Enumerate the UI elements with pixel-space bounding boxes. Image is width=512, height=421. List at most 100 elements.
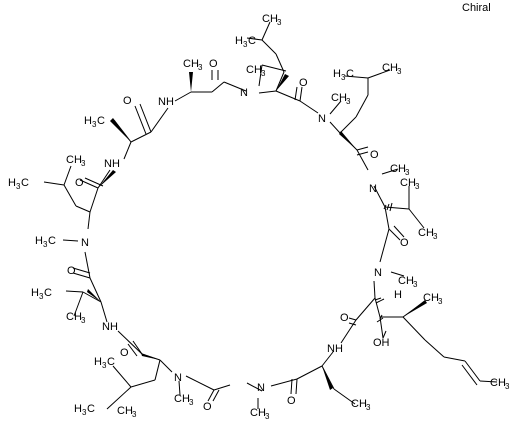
svg-text:C: C <box>48 235 56 247</box>
atom-labels: NH N O O N O N O N H OH O NH O N O N O N… <box>67 58 409 413</box>
svg-text:3: 3 <box>82 408 87 417</box>
svg-text:3: 3 <box>265 412 270 421</box>
svg-text:CH: CH <box>183 58 199 70</box>
atom-nh: NH <box>327 343 343 355</box>
svg-text:H: H <box>8 177 16 189</box>
atom-n: N <box>257 382 265 394</box>
svg-text:C: C <box>248 35 256 47</box>
atom-n: N <box>240 87 248 99</box>
svg-text:H: H <box>84 115 92 127</box>
atom-h: H <box>394 289 402 301</box>
svg-text:3: 3 <box>438 297 443 306</box>
svg-text:3: 3 <box>366 403 371 412</box>
svg-text:CH: CH <box>117 405 133 417</box>
svg-text:3: 3 <box>397 67 402 76</box>
stereo-bonds <box>87 72 427 390</box>
svg-text:CH: CH <box>400 177 416 189</box>
bond-lines <box>43 21 498 410</box>
svg-text:C: C <box>21 177 29 189</box>
svg-text:CH: CH <box>398 275 414 287</box>
svg-text:3: 3 <box>346 97 351 106</box>
svg-text:CH: CH <box>250 407 266 419</box>
atom-n: N <box>374 267 382 279</box>
svg-text:CH: CH <box>490 377 506 389</box>
svg-text:CH: CH <box>174 393 190 405</box>
svg-text:3: 3 <box>81 159 86 168</box>
atom-nh: NH <box>158 96 174 108</box>
svg-text:3: 3 <box>39 292 44 301</box>
svg-text:CH: CH <box>66 154 82 166</box>
svg-text:3: 3 <box>415 182 420 191</box>
atom-n: N <box>174 372 182 384</box>
svg-text:CH: CH <box>423 292 439 304</box>
svg-text:CH: CH <box>262 13 278 25</box>
svg-text:C: C <box>346 68 354 80</box>
svg-text:H: H <box>74 403 82 415</box>
atom-n: N <box>81 237 89 249</box>
svg-text:C: C <box>44 287 52 299</box>
svg-text:3: 3 <box>92 120 97 129</box>
atom-o: O <box>400 237 409 249</box>
svg-text:3: 3 <box>413 280 418 289</box>
svg-text:3: 3 <box>132 410 137 419</box>
svg-text:3: 3 <box>341 73 346 82</box>
atom-o: O <box>287 395 296 407</box>
atom-o: O <box>120 347 129 359</box>
atom-o: O <box>123 95 132 107</box>
svg-text:CH: CH <box>331 92 347 104</box>
atom-o: O <box>299 77 308 89</box>
svg-text:3: 3 <box>81 316 86 325</box>
atom-n: N <box>318 113 326 125</box>
svg-text:CH: CH <box>66 311 82 323</box>
svg-text:3: 3 <box>102 361 107 370</box>
svg-text:CH: CH <box>382 62 398 74</box>
svg-text:H: H <box>94 356 102 368</box>
atom-o: O <box>203 401 212 413</box>
svg-text:3: 3 <box>43 240 48 249</box>
atom-oh: OH <box>373 337 390 349</box>
svg-text:H: H <box>31 287 39 299</box>
chiral-flag: Chiral <box>462 2 491 14</box>
svg-text:CH: CH <box>351 398 367 410</box>
svg-text:CH: CH <box>390 163 406 175</box>
atom-o: O <box>340 312 349 324</box>
svg-text:3: 3 <box>405 168 410 177</box>
atom-o: O <box>67 265 76 277</box>
svg-text:H: H <box>333 68 341 80</box>
svg-text:3: 3 <box>189 398 194 407</box>
svg-text:3: 3 <box>433 232 438 241</box>
atom-n: N <box>369 183 377 195</box>
atom-o: O <box>75 177 84 189</box>
svg-text:3: 3 <box>505 382 510 391</box>
svg-text:CH: CH <box>246 64 262 76</box>
svg-text:C: C <box>107 356 115 368</box>
atom-o: O <box>209 58 218 70</box>
svg-text:3: 3 <box>261 69 266 78</box>
svg-text:C: C <box>97 115 105 127</box>
svg-text:H: H <box>35 235 43 247</box>
